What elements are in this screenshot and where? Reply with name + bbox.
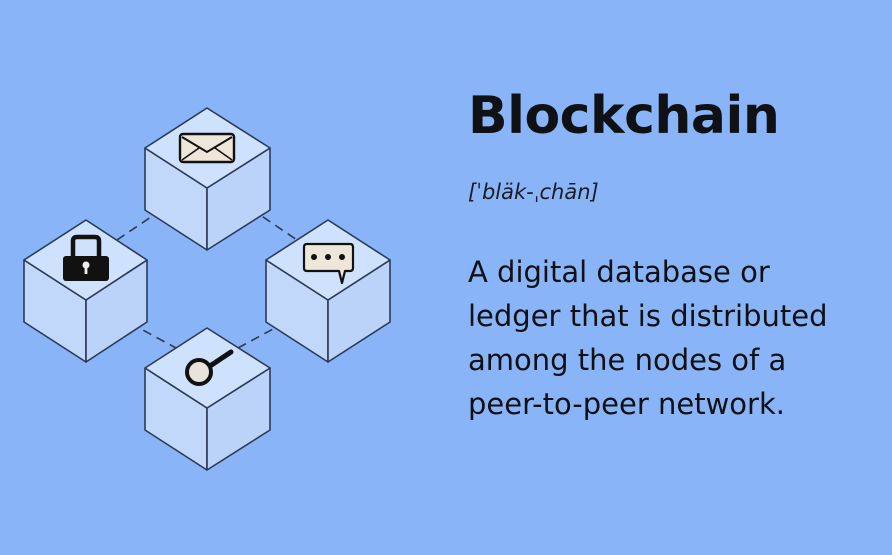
cube-right xyxy=(265,219,391,363)
cube-left xyxy=(23,219,148,363)
connection-lines xyxy=(116,199,298,349)
page-title: Blockchain xyxy=(468,86,780,146)
definition-line: ledger that is distributed xyxy=(468,299,828,333)
padlock-icon xyxy=(63,234,109,281)
cube-top xyxy=(144,107,271,251)
cube-bottom xyxy=(144,327,271,471)
envelope-icon xyxy=(178,132,236,164)
chat-bubble-icon xyxy=(302,242,355,285)
definition-line: peer-to-peer network. xyxy=(468,387,785,421)
definition-text: A digital database or ledger that is dis… xyxy=(468,250,878,426)
definition-line: A digital database or xyxy=(468,255,770,289)
definition-line: among the nodes of a xyxy=(468,343,787,377)
magnifier-icon xyxy=(185,349,234,386)
phonetic-spelling: [ˈbläk-ˌchān] xyxy=(468,180,599,204)
